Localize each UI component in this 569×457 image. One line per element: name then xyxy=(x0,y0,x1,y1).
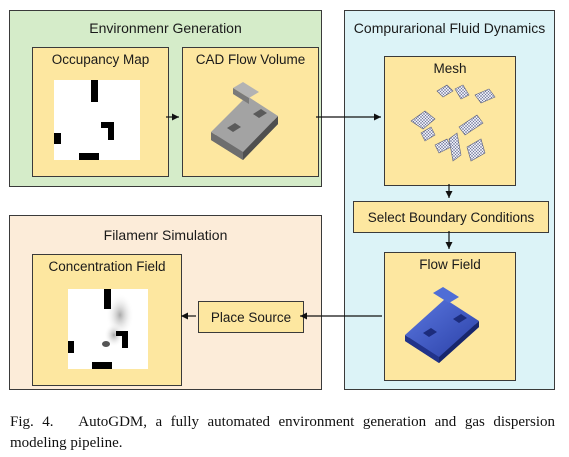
panel-computational-fluid-dynamics: Compurarional Fluid Dynamics Mesh Select… xyxy=(344,10,555,390)
flow-field-image xyxy=(405,287,479,363)
panel-filament-simulation: Filamenr Simulation Concentration Field … xyxy=(9,215,322,390)
figure-caption: Fig. 4. AutoGDM, a fully automated envir… xyxy=(10,412,555,454)
box-title-flow-field: Flow Field xyxy=(419,257,481,272)
occupancy-map-image xyxy=(54,80,140,160)
panel-title-environment-generation: Environmenr Generation xyxy=(89,20,242,36)
box-cad-flow-volume: CAD Flow Volume xyxy=(182,47,319,177)
box-occupancy-map: Occupancy Map xyxy=(32,47,169,177)
panel-environment-generation: Environmenr Generation Occupancy Map CAD… xyxy=(9,10,322,187)
box-place-source: Place Source xyxy=(198,301,304,333)
panel-title-computational-fluid-dynamics: Compurarional Fluid Dynamics xyxy=(353,20,546,36)
concentration-field-image xyxy=(68,289,148,369)
mesh-image xyxy=(410,84,496,162)
box-concentration-field: Concentration Field xyxy=(32,254,182,386)
box-title-occupancy-map: Occupancy Map xyxy=(51,52,150,67)
box-select-boundary-conditions: Select Boundary Conditions xyxy=(353,201,549,233)
box-title-concentration-field: Concentration Field xyxy=(48,259,166,274)
caption-label: Fig. 4. xyxy=(10,414,54,430)
cad-flow-volume-image xyxy=(211,82,278,160)
caption-text: AutoGDM, a fully automated environment g… xyxy=(10,414,555,451)
box-title-mesh: Mesh xyxy=(433,61,467,76)
box-mesh: Mesh xyxy=(384,56,516,186)
box-title-cad-flow-volume: CAD Flow Volume xyxy=(195,52,306,67)
panel-title-filament-simulation: Filamenr Simulation xyxy=(103,227,228,243)
box-flow-field: Flow Field xyxy=(384,252,516,381)
